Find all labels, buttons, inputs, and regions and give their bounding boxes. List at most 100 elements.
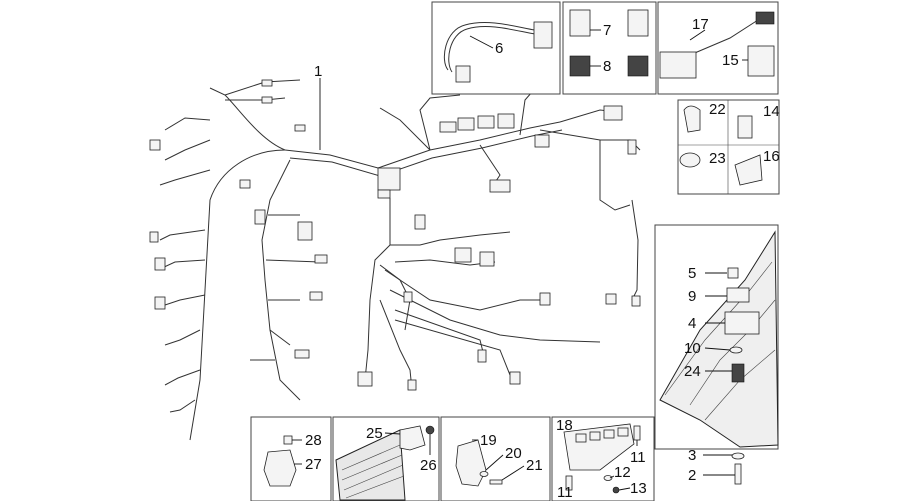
- screw-part-11-bottom: [565, 475, 573, 491]
- main-wiring-harness: 1: [149, 63, 641, 441]
- harness-junction-block: [377, 167, 401, 191]
- connector-1: [294, 124, 306, 132]
- connector-15: [454, 247, 472, 263]
- callout-27: 27: [305, 456, 322, 473]
- connector-2: [261, 79, 273, 87]
- fuse-holder-left: [569, 55, 591, 77]
- connector-4: [149, 139, 161, 151]
- panel-part-6: 6: [431, 1, 561, 95]
- connector-14: [414, 214, 426, 230]
- callout-17: 17: [692, 16, 709, 33]
- bracket-part-9: [726, 287, 750, 303]
- clip-part-16: [734, 154, 763, 186]
- screw-part-21: [489, 479, 503, 485]
- harness-connector-a: [439, 121, 457, 133]
- harness-junction-foot: [377, 189, 391, 199]
- connector-part-17-plug: [755, 11, 775, 25]
- relay-small-right: [627, 9, 649, 37]
- callout-11-bottom: 11: [557, 484, 573, 501]
- callout-12: 12: [614, 464, 631, 481]
- connector-9: [309, 291, 323, 301]
- callout-19: 19: [480, 432, 497, 449]
- screw-part-28: [283, 435, 293, 445]
- panel-parts-17-15: 17 15: [657, 1, 779, 95]
- washer-part-12: [603, 475, 613, 481]
- connector-12: [154, 257, 166, 271]
- callout-2: 2: [688, 467, 696, 484]
- connector-21: [403, 291, 413, 303]
- callout-22: 22: [709, 101, 726, 118]
- callout-10: 10: [684, 340, 701, 357]
- connector-7: [297, 221, 313, 241]
- callout-14: 14: [763, 103, 780, 120]
- washer-part-20: [479, 471, 489, 477]
- grommet-part-24: [731, 363, 745, 383]
- harness-connector-d: [497, 113, 515, 129]
- callout-23: 23: [709, 150, 726, 167]
- callout-26: 26: [420, 457, 437, 474]
- connector-20: [627, 139, 637, 155]
- connector-18: [539, 292, 551, 306]
- bolt-part-2: [734, 463, 742, 485]
- callout-1: 1: [314, 63, 322, 80]
- connector-19: [603, 105, 623, 121]
- relay-small-left: [569, 9, 591, 37]
- harness-connector-b: [457, 117, 475, 131]
- sensor-part-25: [399, 425, 426, 451]
- callout-24: 24: [684, 363, 701, 380]
- callout-21: 21: [526, 457, 543, 474]
- panel-parts-18-11-12-13: 18 11 12 13 11: [551, 416, 655, 501]
- callout-6: 6: [495, 40, 503, 57]
- connector-6: [254, 209, 266, 225]
- callout-20: 20: [505, 445, 522, 462]
- callout-25: 25: [366, 425, 383, 442]
- clip-part-22: [683, 105, 701, 133]
- washer-part-10: [729, 346, 743, 354]
- callout-8: 8: [603, 58, 611, 75]
- nut-part-5: [727, 267, 739, 279]
- harness-connector-c: [477, 115, 495, 129]
- regulator-part-4: [724, 311, 760, 335]
- connector-25: [407, 379, 417, 391]
- connector-16: [479, 251, 495, 267]
- callout-7: 7: [603, 22, 611, 39]
- panel-parts-7-8: 7 8: [562, 1, 657, 95]
- callout-13: 13: [630, 480, 647, 497]
- panel-parts-22-14-23-16: 22 14 23 16: [677, 99, 780, 195]
- callout-9: 9: [688, 288, 696, 305]
- rubber-boot-part-15: [747, 45, 775, 77]
- panel-parts-19-20-21: 19 20 21: [440, 416, 551, 501]
- connector-part-6-top: [533, 21, 553, 49]
- nut-part-13: [612, 486, 620, 494]
- connector-10: [294, 349, 310, 359]
- callout-15: 15: [722, 52, 739, 69]
- panel-frame-mount: 5 9 4 10 24 3 2: [654, 224, 779, 485]
- callout-18: 18: [556, 417, 573, 434]
- callout-4: 4: [688, 315, 696, 332]
- sensor-part-27: [263, 449, 297, 487]
- screw-part-11-top: [633, 425, 641, 441]
- connector-22: [477, 349, 487, 363]
- connector-24: [357, 371, 373, 387]
- harness-relay: [534, 134, 550, 148]
- connector-26: [605, 293, 617, 305]
- connector-5: [239, 179, 251, 189]
- connector-part-6-bottom: [455, 65, 471, 83]
- callout-3: 3: [688, 447, 696, 464]
- panel-parts-28-27: 28 27: [250, 416, 332, 501]
- connector-8: [314, 254, 328, 264]
- washer-part-3: [731, 452, 745, 460]
- cable-tie-part-23: [679, 152, 701, 168]
- connector-23: [509, 371, 521, 385]
- callout-5: 5: [688, 265, 696, 282]
- fuse-holder-right: [627, 55, 649, 77]
- connector-part-17-body: [659, 51, 697, 79]
- panel-parts-25-26: 25 26: [332, 416, 440, 501]
- callout-11-top: 11: [630, 449, 646, 466]
- callout-28: 28: [305, 432, 322, 449]
- screw-part-26: [425, 425, 435, 435]
- connector-17: [489, 179, 511, 193]
- connector-11: [149, 231, 159, 243]
